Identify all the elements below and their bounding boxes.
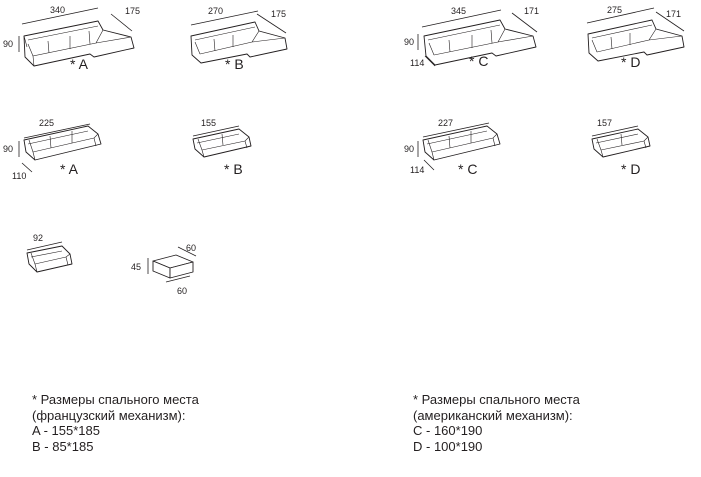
- width-label: 275: [607, 5, 622, 15]
- sleeping-size-notes-french: * Размеры спального места (французский м…: [32, 392, 199, 454]
- module-ottoman: 60 45 60: [131, 243, 197, 296]
- seat-depth-dimension-line: [21, 162, 33, 173]
- sleeping-size-notes-american: * Размеры спального места (американский …: [413, 392, 580, 454]
- depth-label: 175: [125, 6, 140, 16]
- bed-mechanism-mark: * B: [225, 56, 244, 72]
- depth-dimension-line: [177, 246, 197, 257]
- sofa-drawing: [422, 125, 501, 161]
- seat-depth-label: 114: [410, 58, 424, 68]
- width-label: 340: [50, 5, 65, 15]
- bed-mechanism-mark: * D: [621, 161, 640, 177]
- notes-size-b: B - 85*185: [32, 438, 94, 454]
- module-corner-sofa-c-large: 345 171 90 114 * C: [404, 6, 539, 69]
- sofa-drawing: [587, 19, 685, 62]
- sofa-drawing: [23, 20, 135, 67]
- module-armchair: 92: [26, 233, 73, 273]
- notes-size-d: D - 100*190: [413, 438, 483, 454]
- depth-dimension-line: [511, 12, 538, 33]
- sofa-drawing: [423, 19, 537, 66]
- seat-depth-dimension-line: [424, 55, 436, 67]
- notes-heading: * Размеры спального места: [413, 392, 580, 407]
- height-label: 45: [131, 262, 141, 272]
- width-dimension-line: [21, 7, 99, 25]
- width-label: 270: [208, 6, 223, 16]
- height-label: 90: [3, 39, 13, 49]
- seat-depth-label: 110: [12, 171, 26, 181]
- width-label: 227: [438, 118, 453, 128]
- notes-size-c: C - 160*190: [413, 423, 483, 438]
- module-straight-sofa-d: 157 * D: [591, 118, 651, 177]
- module-straight-sofa-b: 155 * B: [192, 118, 252, 177]
- bed-mechanism-mark: * C: [469, 53, 488, 69]
- module-corner-sofa-b-large: 270 175 * B: [190, 6, 288, 72]
- width-label: 225: [39, 118, 54, 128]
- sofa-drawing: [190, 21, 288, 64]
- depth-label: 175: [271, 9, 286, 19]
- width-dimension-line: [422, 122, 490, 138]
- module-straight-sofa-c: 227 90 114 * C: [404, 118, 501, 177]
- sofa-drawing: [192, 128, 252, 158]
- height-label: 90: [3, 144, 13, 154]
- bed-mechanism-mark: * D: [621, 54, 640, 70]
- depth-dimension-line: [655, 11, 685, 32]
- module-corner-sofa-a-large: 340 175 90 * A: [3, 5, 140, 72]
- width-dimension-line: [23, 123, 91, 139]
- depth-dimension-line: [256, 13, 287, 34]
- width-dimension-line: [591, 125, 639, 137]
- bed-mechanism-mark: * A: [60, 161, 79, 177]
- width-label: 157: [597, 118, 612, 128]
- depth-label: 171: [666, 9, 681, 19]
- armchair-drawing: [26, 245, 73, 273]
- width-label: 155: [201, 118, 216, 128]
- width-label: 345: [451, 6, 466, 16]
- height-label: 90: [404, 37, 414, 47]
- notes-mechanism: (французский механизм):: [32, 407, 186, 423]
- module-straight-sofa-a: 225 90 110 * A: [3, 118, 102, 181]
- width-dimension-line: [190, 10, 259, 26]
- width-dimension-line: [586, 7, 655, 24]
- seat-depth-dimension-line: [423, 159, 435, 171]
- width-label: 92: [33, 233, 43, 243]
- width-label: 60: [177, 286, 187, 296]
- ottoman-drawing: [152, 254, 194, 279]
- sofa-drawing: [23, 125, 102, 161]
- bed-mechanism-mark: * B: [224, 161, 243, 177]
- bed-mechanism-mark: * C: [458, 161, 477, 177]
- depth-label: 60: [186, 243, 196, 253]
- width-dimension-line: [421, 9, 502, 28]
- width-dimension-line: [192, 125, 240, 137]
- seat-depth-label: 114: [410, 165, 424, 175]
- notes-size-a: A - 155*185: [32, 423, 100, 438]
- depth-label: 171: [524, 6, 539, 16]
- notes-mechanism: (американский механизм):: [413, 407, 573, 423]
- notes-heading: * Размеры спального места: [32, 392, 199, 407]
- sofa-drawing: [591, 128, 651, 158]
- module-corner-sofa-d-large: 275 171 * D: [586, 5, 685, 70]
- height-label: 90: [404, 144, 414, 154]
- depth-dimension-line: [110, 13, 133, 32]
- width-dimension-line: [165, 275, 191, 283]
- width-dimension-line: [26, 241, 63, 251]
- bed-mechanism-mark: * A: [70, 56, 89, 72]
